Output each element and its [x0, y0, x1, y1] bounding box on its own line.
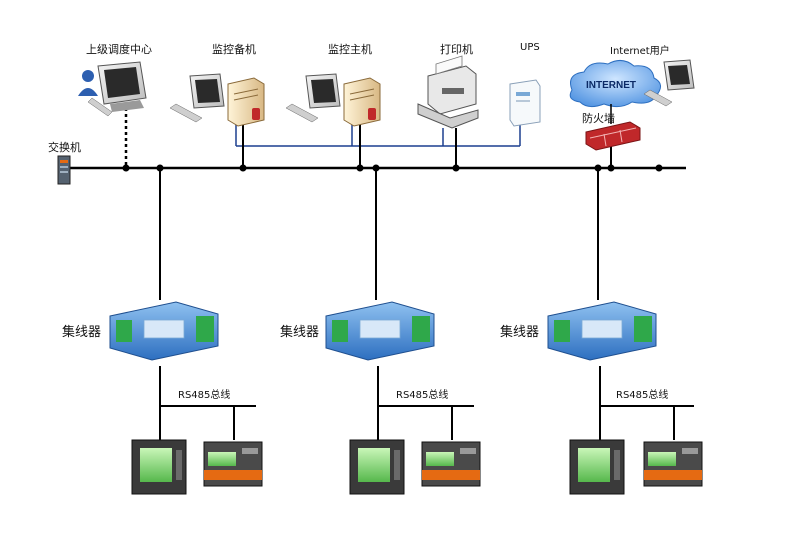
firewall-icon [585, 121, 641, 151]
label-hub: 集线器 [500, 325, 540, 340]
printer-icon [417, 55, 479, 129]
rs485-bus-lines [159, 366, 694, 440]
din-rail-meter-icon [203, 441, 263, 487]
panel-meter-icon [569, 439, 625, 495]
label-printer: 打印机 [440, 43, 473, 56]
label-hub: 集线器 [280, 325, 320, 340]
label-rs485-bus: RS485总线 [396, 390, 449, 401]
label-internet-user: Internet用户 [610, 46, 670, 57]
hub-device-icon [325, 301, 435, 361]
hub-drops [159, 168, 599, 300]
ups-icon [509, 79, 541, 127]
hub-device-icon [547, 301, 657, 361]
internet-cloud-icon [569, 60, 661, 108]
panel-meter-icon [131, 439, 187, 495]
label-switch: 交换机 [48, 141, 81, 154]
label-hub: 集线器 [62, 325, 102, 340]
device-drops [124, 108, 612, 168]
label-dispatch-center: 上级调度中心 [86, 43, 152, 56]
lan-blue-link [235, 120, 521, 147]
dispatch-center-computer-icon [78, 61, 147, 117]
internet-cloud-label: INTERNET [586, 80, 636, 91]
label-firewall: 防火墙 [582, 112, 615, 125]
label-rs485-bus: RS485总线 [178, 390, 231, 401]
label-monitor-backup: 监控备机 [212, 43, 256, 56]
label-ups: UPS [520, 42, 540, 53]
switch-icon [57, 155, 71, 185]
din-rail-meter-icon [421, 441, 481, 487]
din-rail-meter-icon [643, 441, 703, 487]
monitor-backup-icon [169, 73, 265, 127]
label-rs485-bus: RS485总线 [616, 390, 669, 401]
label-monitor-main: 监控主机 [328, 43, 372, 56]
hub-device-icon [109, 301, 219, 361]
internet-user-computer-icon [643, 59, 695, 107]
monitor-main-icon [285, 73, 381, 127]
panel-meter-icon [349, 439, 405, 495]
